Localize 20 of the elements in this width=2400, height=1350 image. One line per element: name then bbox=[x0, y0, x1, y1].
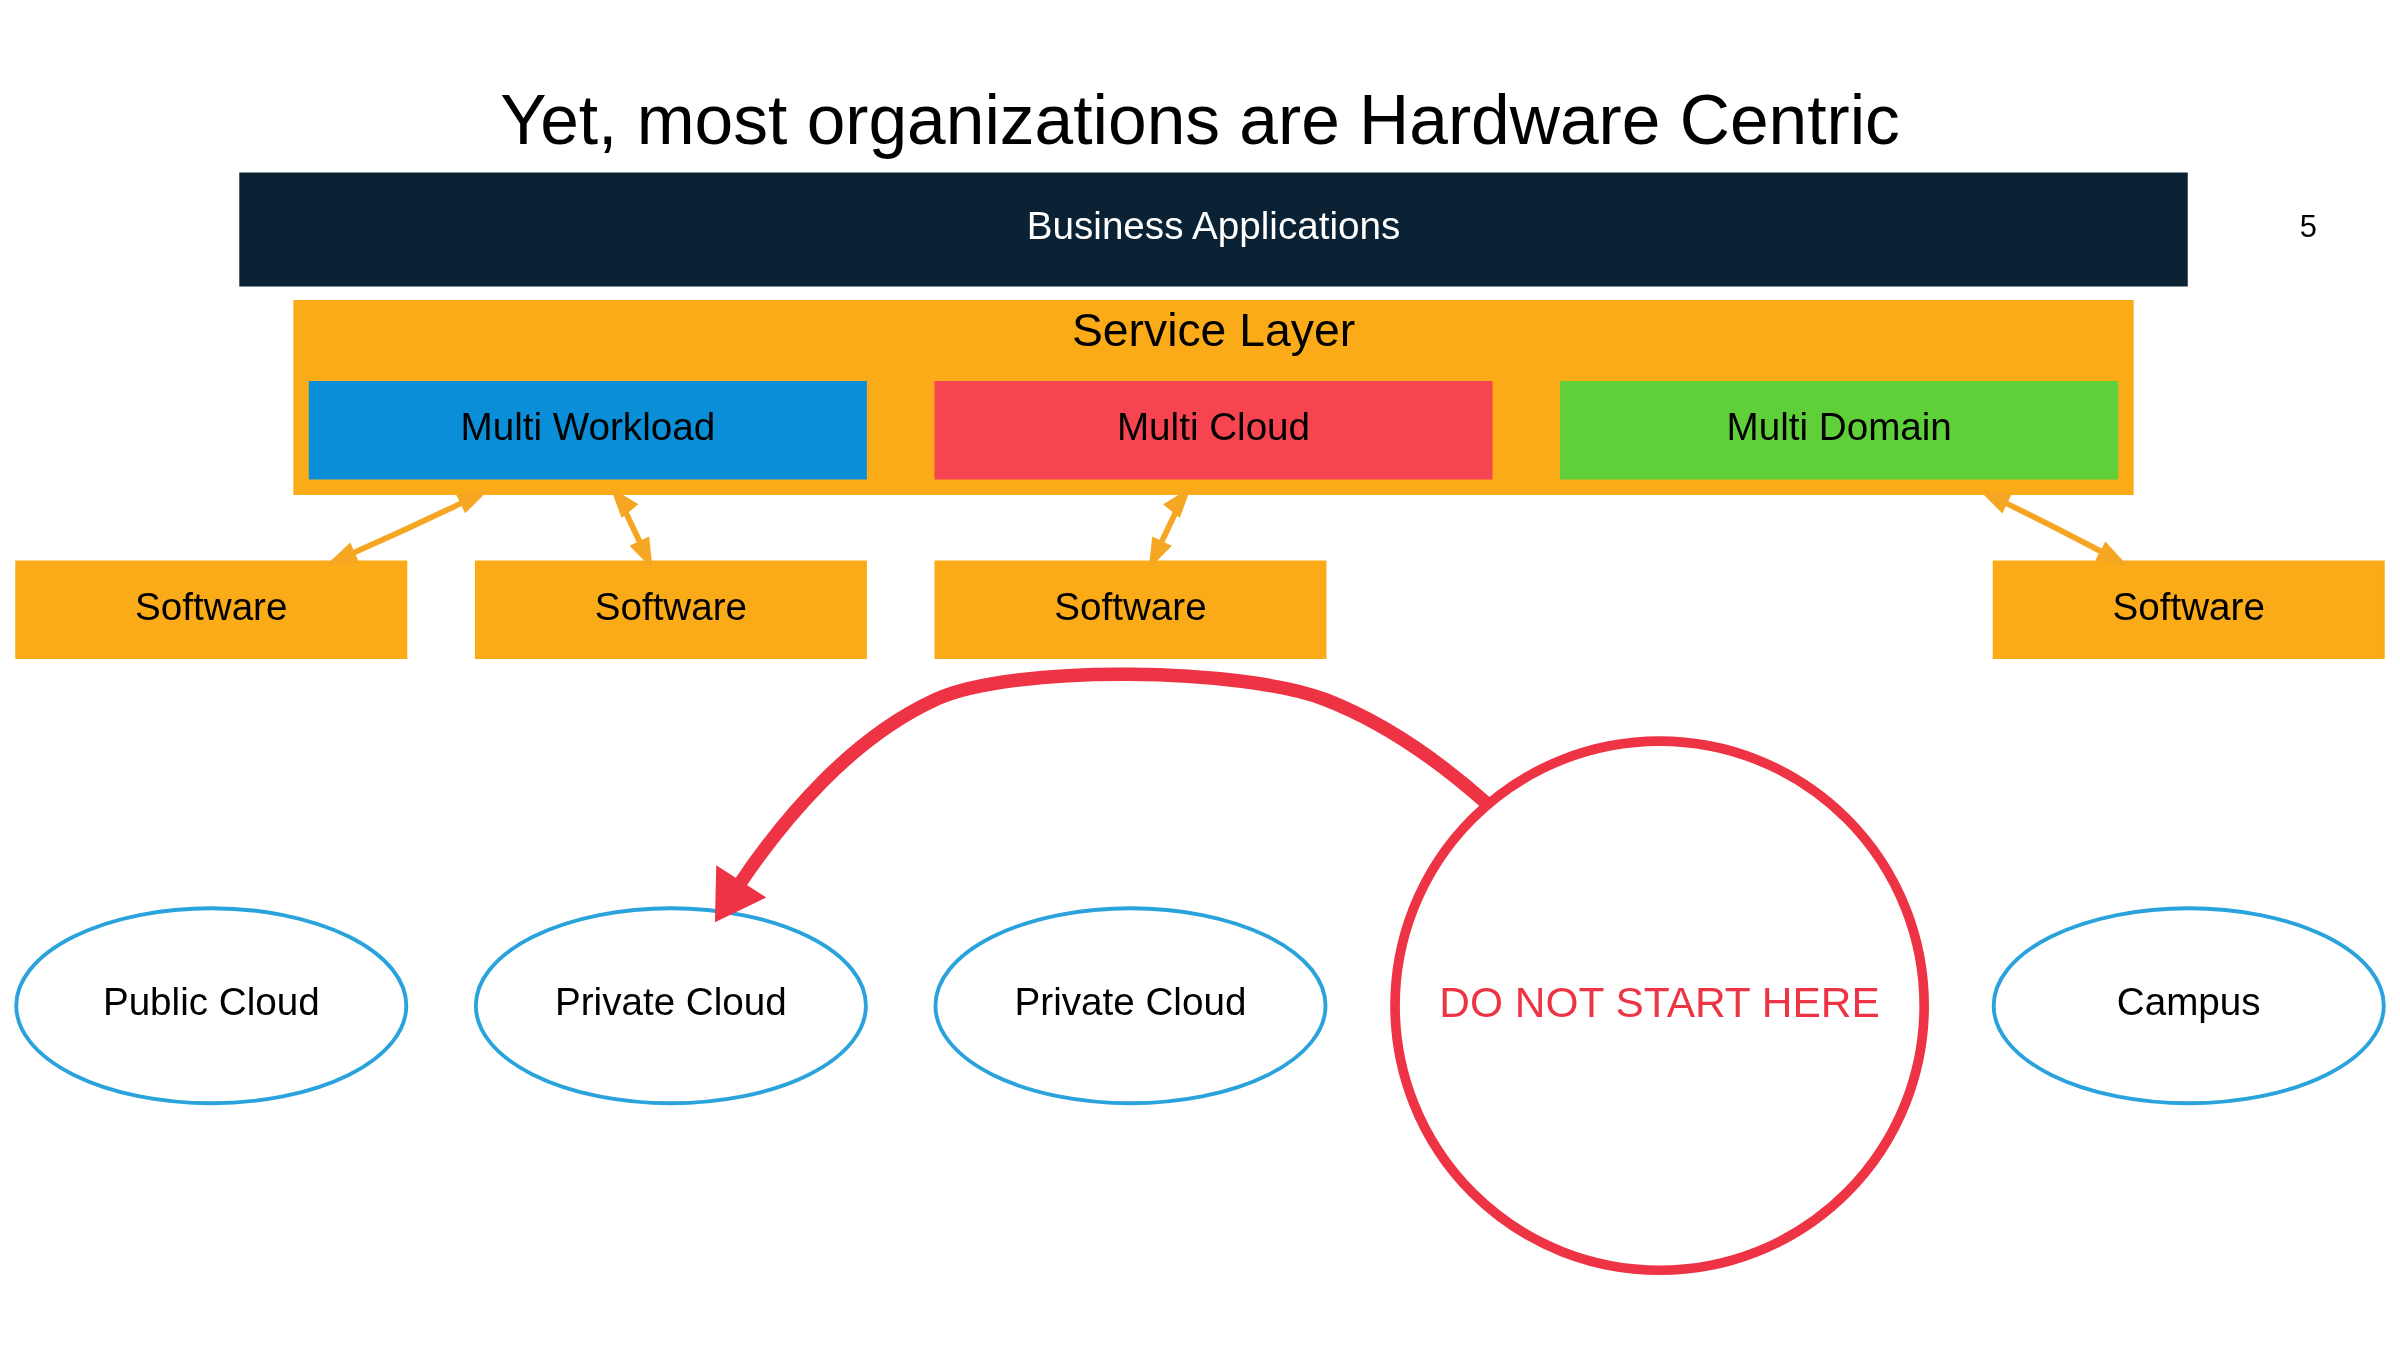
node-ellipse: Private Cloud bbox=[473, 905, 868, 1105]
node-ellipse: Private Cloud bbox=[933, 905, 1328, 1105]
label: 5 bbox=[2299, 208, 2318, 244]
node-box: Software bbox=[1992, 560, 2385, 659]
diagram-title: Yet, most organizations are Hardware Centric bbox=[500, 80, 1900, 159]
node-box: Multi Domain bbox=[1560, 380, 2119, 479]
arrow bbox=[714, 667, 1492, 922]
node-box: Software bbox=[15, 560, 408, 659]
node-ellipse: Campus bbox=[1991, 905, 2386, 1105]
arrow bbox=[610, 486, 653, 569]
node-ellipse: Public Cloud bbox=[14, 905, 409, 1105]
arrow bbox=[326, 489, 489, 565]
node-box: Multi Workload bbox=[308, 380, 867, 479]
arrow bbox=[1979, 489, 2128, 566]
arrow bbox=[1148, 486, 1192, 569]
node-box: Software bbox=[934, 560, 1327, 659]
node-circle: DO NOT START HERE bbox=[1390, 735, 1929, 1275]
node-box: Software bbox=[474, 560, 867, 659]
node-box: Multi Cloud bbox=[934, 380, 1493, 479]
node-box: Business Applications bbox=[239, 171, 2188, 286]
